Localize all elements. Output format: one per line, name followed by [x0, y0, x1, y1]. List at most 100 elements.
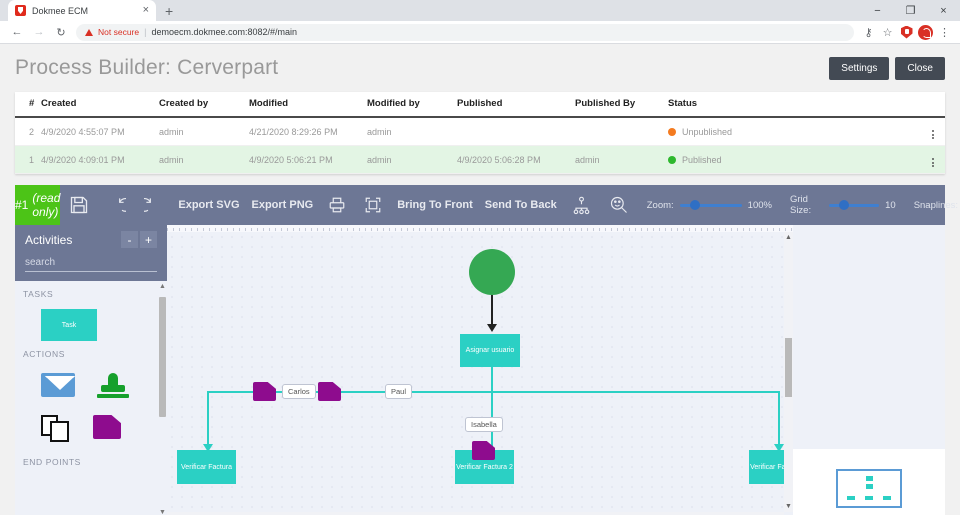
canvas-vertical-scrollbar[interactable]: ▲ ▼	[784, 232, 793, 512]
activities-search[interactable]	[25, 256, 157, 272]
maximize-icon[interactable]: ❐	[905, 5, 916, 17]
cell-num: 2	[15, 117, 41, 146]
bookmark-star-icon[interactable]: ☆	[882, 26, 893, 39]
zoom-label: Zoom:	[646, 199, 674, 211]
col-menu	[921, 92, 945, 118]
key-icon[interactable]: ⚷	[864, 26, 873, 39]
stamp-icon[interactable]	[97, 373, 129, 401]
send-to-back-button[interactable]: Send To Back	[484, 199, 557, 211]
browser-titlebar: Dokmee ECM × + − ❐ ×	[0, 0, 960, 21]
table-header-row: # Created Created by Modified Modified b…	[15, 92, 945, 118]
col-modified-by: Modified by	[367, 92, 457, 118]
condition-label-carlos[interactable]: Carlos	[282, 384, 316, 399]
grid-size-slider[interactable]	[829, 200, 880, 210]
collapse-button[interactable]: -	[121, 231, 138, 248]
table-row[interactable]: 2 4/9/2020 4:55:07 PM admin 4/21/2020 8:…	[15, 117, 945, 146]
url-text: demoecm.dokmee.com:8082/#/main	[151, 27, 298, 37]
minimap-viewport[interactable]	[836, 469, 902, 508]
canvas-horizontal-scrollbar[interactable]: ◀ ▶	[167, 512, 784, 515]
email-icon[interactable]	[41, 373, 75, 397]
condition-label-paul[interactable]: Paul	[385, 384, 413, 399]
fit-to-screen-button[interactable]	[355, 185, 391, 225]
status-dot-icon	[668, 155, 676, 164]
canvas-scroll-down-icon[interactable]: ▼	[785, 503, 792, 510]
scroll-down-icon[interactable]: ▼	[159, 509, 166, 515]
zoom-slider[interactable]	[679, 200, 742, 210]
tree-layout-icon[interactable]	[563, 185, 600, 225]
save-button[interactable]	[60, 185, 98, 225]
bring-to-front-button[interactable]: Bring To Front	[397, 199, 473, 211]
cell-created-by: admin	[159, 145, 249, 174]
node-verificar-factura[interactable]: Verificar Factura	[177, 450, 236, 484]
extension-shield-icon[interactable]	[897, 23, 916, 42]
omnibox-divider: |	[144, 27, 147, 37]
canvas-scroll-up-icon[interactable]: ▲	[785, 234, 792, 241]
reload-icon[interactable]: ↻	[56, 26, 66, 39]
table-row[interactable]: 1 4/9/2020 4:09:01 PM admin 4/9/2020 5:0…	[15, 145, 945, 174]
search-input[interactable]	[25, 257, 157, 268]
section-tasks-label: TASKS	[23, 289, 54, 299]
node-asignar-usuario[interactable]: Asignar usuario	[460, 334, 520, 367]
snaplines-label: Snaplines:	[913, 199, 959, 211]
versions-table-container: # Created Created by Modified Modified b…	[15, 92, 945, 174]
palette-task-shape[interactable]: Task	[41, 309, 97, 341]
cell-status: Unpublished	[668, 117, 921, 146]
browser-tab[interactable]: Dokmee ECM ×	[8, 0, 156, 21]
edge-left-branch	[207, 391, 209, 447]
minimap-node	[866, 484, 873, 489]
diagram-canvas[interactable]: Asignar usuario Carlos Paul I	[167, 232, 784, 512]
grid-size-value: 10	[885, 199, 896, 211]
cell-published: 4/9/2020 5:06:28 PM	[457, 145, 575, 174]
attached-document-icon[interactable]	[318, 382, 341, 401]
settings-button[interactable]: Settings	[829, 56, 890, 80]
row-menu-icon[interactable]	[932, 130, 934, 139]
back-icon[interactable]: ←	[11, 26, 23, 38]
attached-document-icon[interactable]	[253, 382, 276, 401]
app-header: Process Builder: Cerverpart Settings Clo…	[0, 44, 960, 92]
canvas-vscroll-thumb[interactable]	[785, 338, 792, 397]
col-published: Published	[457, 92, 575, 118]
minimap-panel[interactable]	[793, 449, 945, 515]
activities-scroll-thumb[interactable]	[159, 297, 166, 417]
minimize-icon[interactable]: −	[874, 4, 881, 17]
undo-button[interactable]	[98, 185, 135, 225]
profile-avatar-icon[interactable]	[916, 23, 935, 42]
cell-created-by: admin	[159, 117, 249, 146]
export-png-button[interactable]: Export PNG	[251, 199, 314, 211]
start-node[interactable]	[469, 249, 515, 295]
row-menu-icon[interactable]	[932, 158, 934, 167]
address-bar[interactable]: Not secure | demoecm.dokmee.com:8082/#/m…	[76, 23, 854, 41]
cell-created: 4/9/2020 4:55:07 PM	[41, 117, 159, 146]
arrow-start-to-assign	[487, 324, 497, 332]
window-close-icon[interactable]: ×	[940, 4, 947, 17]
expand-button[interactable]: +	[140, 231, 157, 248]
node-verificar-factura-3[interactable]: Verificar Factura 3	[749, 450, 784, 484]
zoom-search-icon[interactable]	[600, 185, 638, 225]
activities-panel: Activities - + TASKS Task ACTIONS	[15, 225, 167, 515]
col-status: Status	[668, 92, 921, 118]
scroll-up-icon[interactable]: ▲	[159, 283, 166, 290]
col-modified: Modified	[249, 92, 367, 118]
chrome-menu-icon[interactable]: ⋮	[939, 26, 950, 39]
zoom-control: Zoom: 100%	[638, 185, 781, 225]
activities-scrollbar[interactable]: ▲ ▼	[158, 281, 167, 515]
cell-published-by: admin	[575, 145, 668, 174]
version-readonly-note: (read only)	[32, 191, 61, 219]
copy-icon[interactable]	[41, 415, 71, 443]
forward-icon[interactable]: →	[33, 26, 45, 38]
print-button[interactable]	[319, 185, 355, 225]
col-created-by: Created by	[159, 92, 249, 118]
document-icon[interactable]	[93, 415, 121, 439]
tab-close-icon[interactable]: ×	[142, 4, 149, 16]
cell-modified: 4/21/2020 8:29:26 PM	[249, 117, 367, 146]
close-button[interactable]: Close	[895, 56, 945, 80]
cell-modified: 4/9/2020 5:06:21 PM	[249, 145, 367, 174]
edge-horizontal-bus	[207, 391, 780, 393]
new-tab-button[interactable]: +	[165, 3, 174, 19]
attached-document-icon[interactable]	[472, 441, 495, 460]
version-badge[interactable]: #1 (read only)	[15, 185, 61, 225]
redo-button[interactable]	[135, 185, 172, 225]
export-svg-button[interactable]: Export SVG	[178, 199, 240, 211]
minimap-node	[847, 496, 855, 500]
condition-label-isabella[interactable]: Isabella	[465, 417, 503, 432]
